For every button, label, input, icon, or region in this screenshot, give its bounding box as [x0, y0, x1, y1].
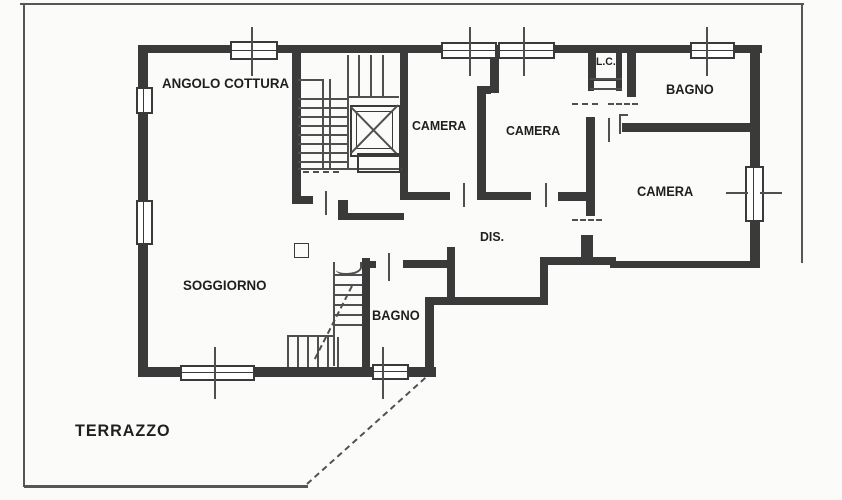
wall-camera-divider-top — [490, 53, 499, 93]
stair-divider — [347, 55, 349, 169]
stair2-direction-arc — [336, 262, 362, 275]
stair2-tread — [333, 284, 362, 286]
bagno1-door-leaf — [619, 114, 621, 134]
wall-camera-divider — [477, 88, 486, 193]
window-tick — [523, 27, 525, 76]
window-tick — [469, 27, 471, 76]
stair2-lower-tread — [317, 337, 319, 367]
elevator-shaft-inner — [356, 111, 393, 149]
window-tick — [251, 27, 253, 76]
stair2-lower-tread — [307, 337, 309, 367]
wall-exterior-right — [750, 45, 760, 263]
stair2-tread — [333, 314, 362, 316]
stair2-lower-tread — [297, 337, 299, 367]
window-tick — [706, 27, 708, 76]
window — [690, 42, 735, 59]
wall-bagno1-left — [627, 53, 636, 97]
stair-upper-tread — [370, 55, 372, 98]
stair-upper-tread — [382, 55, 384, 98]
lc-opening-dash — [572, 103, 598, 105]
stair-upper-tread — [358, 55, 360, 98]
window-tick — [382, 347, 384, 399]
wall-soggiorno-top — [338, 213, 404, 220]
terrace-border-left — [23, 3, 25, 487]
wall-notch-right — [540, 258, 548, 305]
stair2-lower-tread — [337, 337, 339, 367]
wall-camera2-foot — [558, 192, 588, 201]
bagno1-door-leaf-hook — [619, 114, 628, 116]
wall-camera3-door-stub — [581, 235, 593, 258]
stair2-tread — [333, 274, 362, 276]
wall-camera1-bottom — [400, 192, 450, 200]
elevator-shaft — [350, 105, 401, 157]
wall-bagno1-bottom — [622, 123, 750, 132]
camera3-opening-dash — [572, 219, 602, 221]
stair2-tread — [333, 324, 362, 326]
wall-bagno2-right — [425, 300, 434, 377]
wall-dis-south — [403, 260, 452, 268]
room-label-camera-3: CAMERA — [637, 184, 694, 199]
room-label-angolo-cottura: ANGOLO COTTURA — [162, 75, 290, 91]
stair2-lower-tread — [287, 337, 289, 367]
lc-shelf-line — [590, 88, 622, 90]
lc-niche — [594, 50, 620, 81]
window-tick — [726, 192, 748, 194]
camera1-door-jamb-tick — [463, 183, 465, 207]
wall-lc-left — [588, 53, 594, 91]
sheet-border-top — [20, 3, 804, 5]
room-label-bagno-1: BAGNO — [666, 82, 714, 97]
room-label-camera-1: CAMERA — [412, 118, 467, 133]
terrace-border-bottom — [24, 485, 308, 488]
wall-stairwell-left-foot — [292, 196, 313, 204]
wall-stair2-right — [362, 258, 370, 368]
stair-rail — [322, 79, 324, 169]
window-tick — [214, 347, 216, 399]
room-label-dis: DIS. — [480, 229, 505, 244]
window — [372, 364, 409, 380]
stair-upper-bottom-line — [347, 96, 399, 98]
window — [498, 42, 555, 59]
window — [180, 365, 255, 381]
wall-camera2-bottom — [477, 192, 531, 200]
stair-direction-dash — [323, 171, 339, 173]
room-label-terrazzo: TERRAZZO — [75, 421, 171, 440]
lc-shelf-line — [590, 78, 622, 80]
wall-camera2-camera3 — [586, 117, 595, 216]
stair-rail — [329, 79, 331, 169]
bagno1-door-jamb-tick — [608, 118, 610, 142]
bagno2-door-jamb-tick — [388, 253, 390, 281]
room-label-soggiorno: SOGGIORNO — [183, 277, 267, 293]
room-label-bagno-2: BAGNO — [372, 308, 420, 323]
room-label-lc: L.C. — [596, 56, 616, 68]
lc-opening-dash — [608, 103, 638, 105]
stair2-tread — [333, 294, 362, 296]
column — [294, 243, 309, 258]
room-label-camera-2: CAMERA — [506, 123, 561, 138]
under-stair-closet — [357, 153, 401, 173]
window — [745, 166, 764, 222]
wall-entry-jog — [338, 200, 348, 220]
wall-stairwell-right — [400, 53, 408, 200]
window — [136, 87, 153, 114]
window-tick — [760, 192, 782, 194]
stair2-tread — [333, 304, 362, 306]
wall-notch-bottom — [425, 297, 548, 305]
wall-stairwell-left — [292, 53, 301, 200]
wall-south-mid — [540, 257, 616, 265]
stair-direction-dash — [303, 171, 319, 173]
wall-exterior-bottom — [138, 367, 436, 377]
sheet-border-right — [801, 3, 803, 263]
wall-south-right — [610, 261, 760, 268]
entry-door-jamb-tick — [325, 191, 327, 215]
wall-dis-vertical — [447, 247, 455, 305]
window — [230, 41, 278, 60]
stair-tread — [298, 79, 324, 81]
stair2-lower-tread — [327, 337, 329, 367]
stair2-turn-line — [287, 335, 335, 337]
stair-bottom-line — [298, 168, 402, 170]
window — [136, 200, 153, 245]
wall-stair2-cap — [362, 261, 376, 268]
camera2-door-jamb-tick — [545, 183, 547, 207]
terrace-dashed-diagonal — [306, 377, 427, 485]
